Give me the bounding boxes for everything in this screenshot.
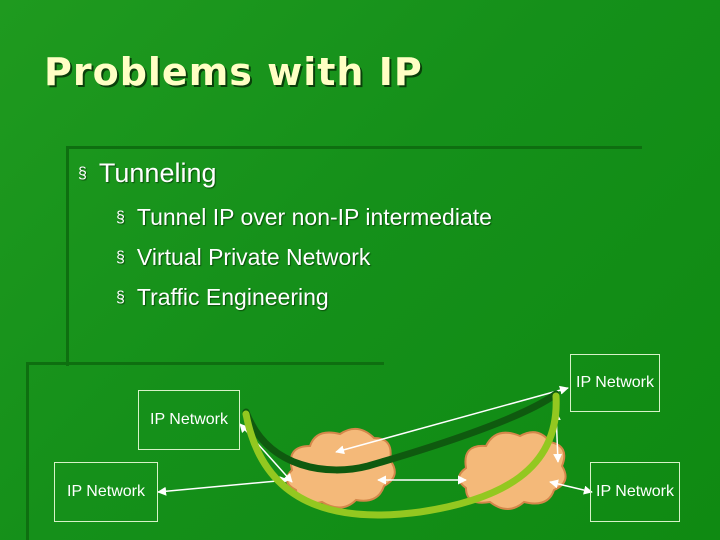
sub-bullet-text: Tunnel IP over non-IP intermediate	[136, 204, 492, 230]
sub-bullet-text: Virtual Private Network	[136, 244, 371, 270]
bullet-marker-icon: §	[116, 248, 125, 266]
bullet-text: Tunneling	[98, 158, 217, 188]
bullet-marker-icon: §	[116, 288, 125, 306]
sub-bullet-text: Traffic Engineering	[136, 284, 329, 310]
sub-bullet-traffic-eng: § Traffic Engineering	[116, 284, 329, 311]
link-lowerleft-cloudleft	[157, 476, 289, 496]
ip-network-lower-right: IP Network	[590, 462, 680, 522]
ip-network-lower-left: IP Network	[54, 462, 158, 522]
ip-network-label: IP Network	[67, 483, 145, 500]
frame-line-mid	[26, 362, 384, 365]
bullet-marker-icon: §	[78, 164, 87, 182]
tunnel-light	[242, 392, 560, 519]
ip-network-upper-left: IP Network	[138, 390, 240, 450]
bullet-marker-icon: §	[116, 208, 125, 226]
tunnel-dark	[242, 390, 560, 474]
frame-line-left	[66, 146, 69, 366]
ip-network-top-right: IP Network	[570, 354, 660, 412]
bullet-tunneling: § Tunneling	[78, 158, 217, 189]
link-cloudright-lowerright	[549, 479, 593, 495]
sub-bullet-vpn: § Virtual Private Network	[116, 244, 370, 271]
slide-title: Problems with IP	[44, 50, 423, 94]
frame-line-left-outer	[26, 362, 29, 540]
sub-bullet-tunnel-ip: § Tunnel IP over non-IP intermediate	[116, 204, 492, 231]
ip-network-label: IP Network	[576, 374, 654, 391]
frame-line-top	[68, 146, 642, 149]
link-cloudleft-topright	[335, 385, 569, 455]
ip-network-label: IP Network	[596, 483, 674, 500]
ip-network-label: IP Network	[150, 411, 228, 428]
